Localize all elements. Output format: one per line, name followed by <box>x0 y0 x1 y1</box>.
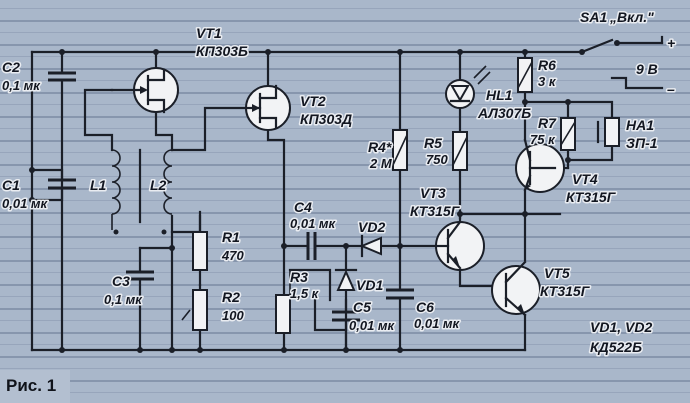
sa1-contact <box>579 49 585 55</box>
label-vt4-ref: VT4 <box>572 171 598 187</box>
label-hl1-ref: HL1 <box>486 87 513 103</box>
label-vd1: VD1 <box>356 277 383 293</box>
inductor-l1 <box>111 149 121 235</box>
label-c3-value: 0,1 мк <box>104 292 143 307</box>
label-vt2-value: КП303Д <box>300 111 352 127</box>
capacitor-c3 <box>126 270 154 281</box>
label-r6-value: 3 к <box>538 74 557 89</box>
label-c4-value: 0,01 мк <box>290 216 337 231</box>
capacitor-c6 <box>386 288 414 300</box>
capacitor-c5 <box>332 310 360 322</box>
label-r4-ref: R4* <box>368 139 392 155</box>
label-r2-value: 100 <box>222 308 244 323</box>
capacitor-c2 <box>48 71 76 82</box>
transistor-vt5 <box>491 260 541 317</box>
label-r3-ref: R3 <box>290 269 308 285</box>
label-vd2: VD2 <box>358 219 385 235</box>
supply-plus: + <box>667 35 675 51</box>
label-hl1-value: АЛ307Б <box>477 105 531 121</box>
label-r3-value: 1,5 к <box>290 286 320 301</box>
label-vt5-ref: VT5 <box>544 265 570 281</box>
label-vt3-value: КТ315Г <box>410 203 461 219</box>
label-l2: L2 <box>150 177 167 193</box>
capacitor-c4 <box>306 232 317 260</box>
transistor-vt3 <box>434 216 485 271</box>
resistor-r3 <box>275 294 291 334</box>
label-c2-value: 0,1 мк <box>2 78 41 93</box>
label-c1-ref: C1 <box>2 177 20 193</box>
label-r6-ref: R6 <box>538 57 556 73</box>
label-c5-value: 0,01 мк <box>349 318 396 333</box>
transistor-vt2 <box>245 84 291 131</box>
label-c5-ref: C5 <box>353 299 371 315</box>
label-sa1-ref: SA1 <box>580 9 607 25</box>
transistor-vt4 <box>515 138 565 193</box>
label-r7-value: 75 к <box>530 132 556 147</box>
wire-network <box>30 35 664 352</box>
label-vd-note-ref: VD1, VD2 <box>590 319 652 335</box>
label-r4-value: 2 М <box>369 156 393 171</box>
label-ha1-value: ЗП-1 <box>626 135 658 151</box>
label-c3-ref: C3 <box>112 273 130 289</box>
label-c4-ref: C4 <box>294 199 312 215</box>
supply-minus: – <box>667 81 675 97</box>
transistor-vt1 <box>110 67 179 114</box>
label-r1-ref: R1 <box>222 229 240 245</box>
label-r2-ref: R2 <box>222 289 240 305</box>
label-c1-value: 0,01 мк <box>2 196 49 211</box>
label-c6-ref: C6 <box>416 299 434 315</box>
label-vt1-value: КП303Б <box>196 43 248 59</box>
diode-vd1 <box>334 268 358 291</box>
label-ha1-ref: HA1 <box>626 117 654 133</box>
label-sa1-value: „Вкл." <box>609 9 654 25</box>
inductor-l2 <box>161 149 173 235</box>
capacitor-c1 <box>48 178 76 190</box>
label-vd-note-value: КД522Б <box>590 339 642 355</box>
label-vt1-ref: VT1 <box>196 25 222 41</box>
label-vt4-value: КТ315Г <box>566 189 617 205</box>
label-c2-ref: C2 <box>2 59 20 75</box>
label-vt5-value: КТ315Г <box>540 283 591 299</box>
label-r7-ref: R7 <box>538 115 557 131</box>
led-hl1 <box>445 65 491 109</box>
junctions <box>29 49 571 353</box>
buzzer-ha1 <box>596 117 620 147</box>
resistor-r1 <box>192 231 208 271</box>
label-vt3-ref: VT3 <box>420 185 446 201</box>
supply-voltage: 9 В <box>636 61 658 77</box>
label-vt2-ref: VT2 <box>300 93 326 109</box>
label-l1: L1 <box>90 177 107 193</box>
label-r5-ref: R5 <box>424 135 442 151</box>
label-c6-value: 0,01 мк <box>414 316 461 331</box>
label-r1-value: 470 <box>221 248 244 263</box>
resistor-r2 <box>192 289 208 331</box>
diode-vd2 <box>359 234 382 258</box>
figure-caption: Рис. 1 <box>6 376 57 395</box>
label-r5-value: 750 <box>426 152 448 167</box>
